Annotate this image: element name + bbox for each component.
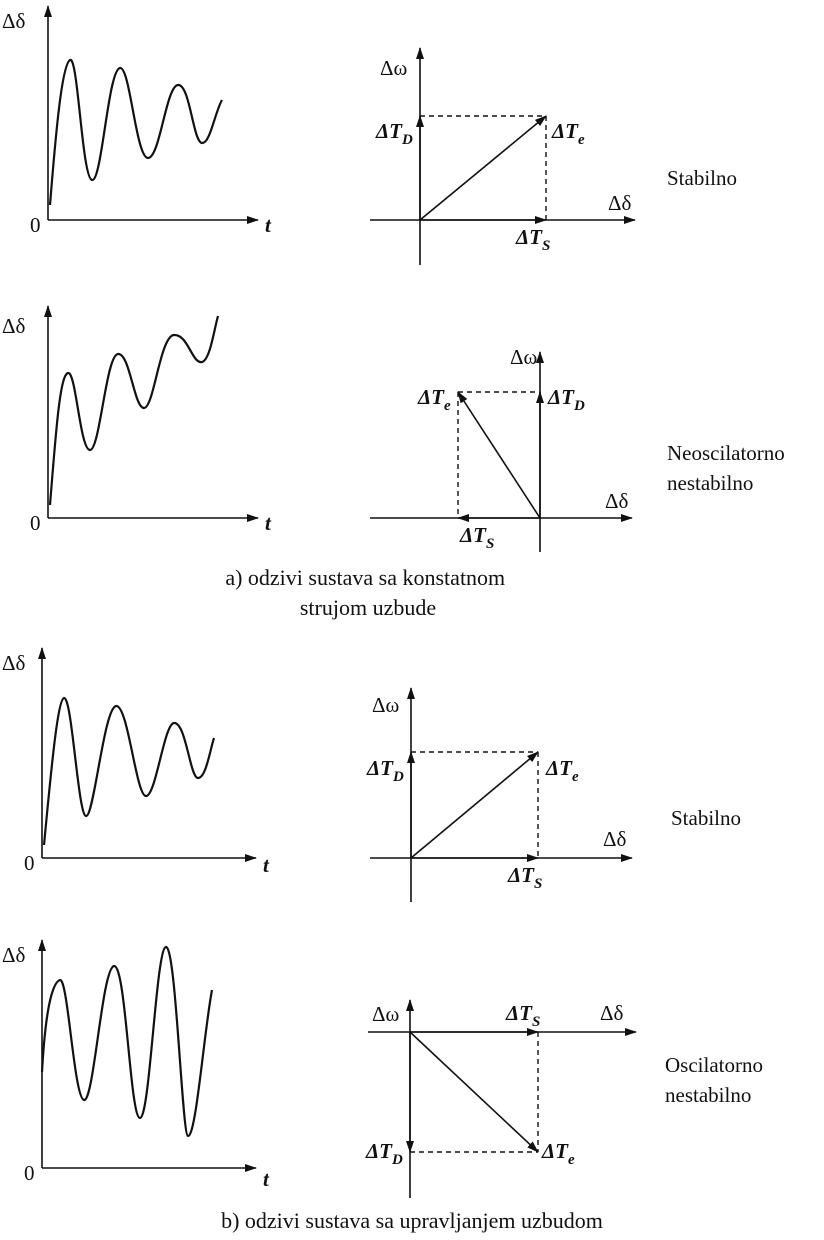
te-vector xyxy=(419,115,547,221)
time-plot-4: Δδ 0 t xyxy=(2,939,270,1191)
panel-3: Δδ 0 t Δω Δδ ΔTD ΔTe ΔTS Stabilno xyxy=(2,647,741,902)
x-axis-label: t xyxy=(265,213,272,237)
td-label: ΔTD xyxy=(366,756,404,785)
verdict-label: Oscilatorno nestabilno xyxy=(665,1053,768,1107)
phasor-diagram-4: Δω Δδ ΔTS ΔTD ΔTe xyxy=(365,999,637,1198)
phasor-diagram-1: Δω Δδ ΔTD ΔTe ΔTS xyxy=(370,47,636,265)
x-axis-label: t xyxy=(265,511,272,535)
omega-axis-label: Δω xyxy=(510,345,537,369)
te-label: ΔTe xyxy=(541,1139,575,1168)
time-plot-2: Δδ 0 t xyxy=(2,305,272,535)
ts-label: ΔTS xyxy=(507,863,542,892)
ts-label: ΔTS xyxy=(459,523,494,552)
x-axis-label: t xyxy=(263,1167,270,1191)
omega-axis-label: Δω xyxy=(372,1002,399,1026)
origin-label: 0 xyxy=(24,851,35,875)
time-plot-1: Δδ 0 t xyxy=(2,5,272,237)
origin-label: 0 xyxy=(30,213,41,237)
phasor-diagram-2: Δω Δδ ΔTe ΔTD ΔTS xyxy=(370,345,633,552)
verdict-label: Stabilno xyxy=(667,166,737,190)
omega-axis-label: Δω xyxy=(372,693,399,717)
td-label: ΔTD xyxy=(375,119,413,148)
response-curve xyxy=(48,315,220,506)
te-vector xyxy=(409,1031,539,1153)
ts-label: ΔTS xyxy=(505,1001,540,1030)
te-label: ΔTe xyxy=(545,756,579,785)
x-axis-label: t xyxy=(263,853,270,877)
delta-axis-label: Δδ xyxy=(600,1001,624,1025)
y-axis-label: Δδ xyxy=(2,943,26,967)
phasor-diagram-3: Δω Δδ ΔTD ΔTe ΔTS xyxy=(366,687,633,902)
td-label: ΔTD xyxy=(365,1139,403,1168)
ts-label: ΔTS xyxy=(515,225,550,254)
panel-1: Δδ 0 t Δω Δδ ΔTD ΔTe ΔTS Stabilno xyxy=(2,5,737,265)
response-curve xyxy=(42,696,216,846)
verdict-label: Neoscilatorno nestabilno xyxy=(667,441,790,495)
time-plot-3: Δδ 0 t xyxy=(2,647,270,877)
origin-label: 0 xyxy=(30,511,41,535)
delta-axis-label: Δδ xyxy=(605,489,629,513)
caption-b: b) odzivi sustava sa upravljanjem uzbudo… xyxy=(221,1208,603,1233)
delta-axis-label: Δδ xyxy=(608,191,632,215)
response-curve xyxy=(48,58,223,206)
response-curve xyxy=(40,945,214,1138)
delta-axis-label: Δδ xyxy=(603,827,627,851)
y-axis-label: Δδ xyxy=(2,9,26,33)
te-vector xyxy=(457,391,541,519)
td-label: ΔTD xyxy=(547,385,585,414)
y-axis-label: Δδ xyxy=(2,314,26,338)
omega-axis-label: Δω xyxy=(380,56,407,80)
panel-4: Δδ 0 t Δω Δδ ΔTS ΔTD ΔTe Oscilatorno nes… xyxy=(2,939,768,1198)
origin-label: 0 xyxy=(24,1161,35,1185)
verdict-label: Stabilno xyxy=(671,806,741,830)
panel-2: Δδ 0 t Δω Δδ ΔTe ΔTD ΔTS Neoscilatorno n… xyxy=(2,305,790,552)
te-label: ΔTe xyxy=(551,119,585,148)
te-label: ΔTe xyxy=(417,385,451,414)
y-axis-label: Δδ xyxy=(2,651,26,675)
caption-a: a) odzivi sustava sa konstatnom strujom … xyxy=(225,565,510,620)
te-vector xyxy=(410,751,539,859)
